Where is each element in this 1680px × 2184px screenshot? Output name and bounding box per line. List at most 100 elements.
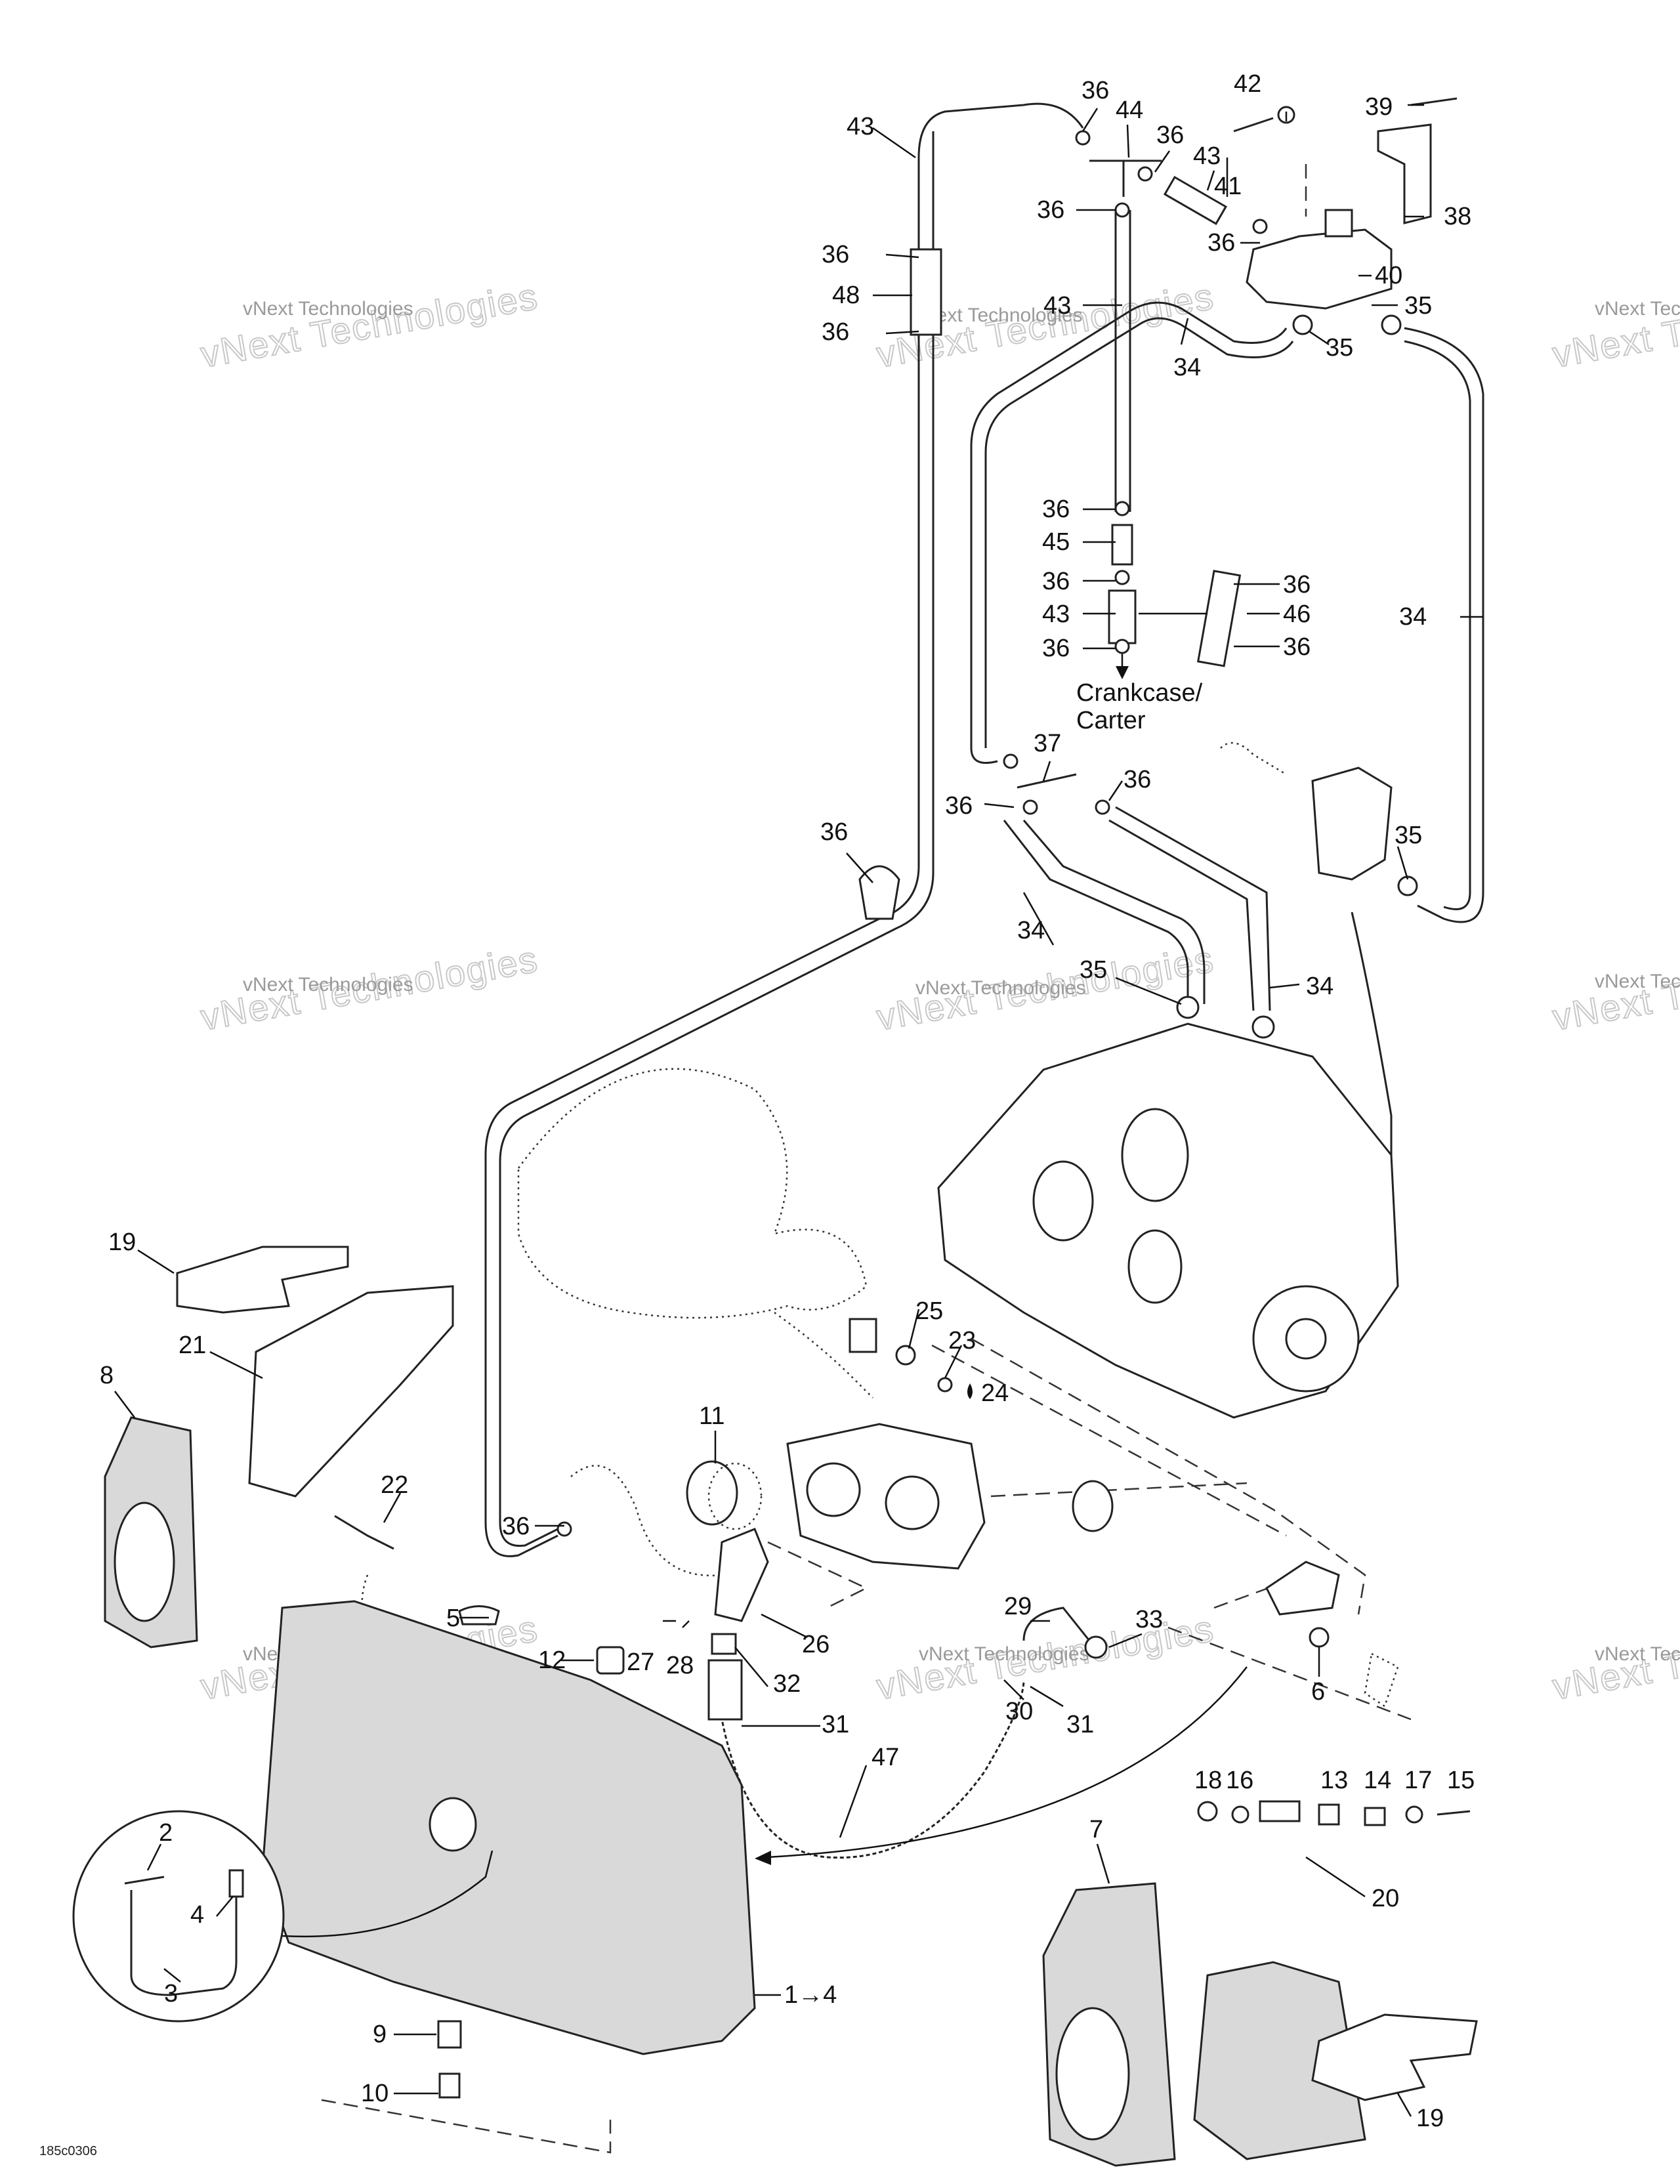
hose-34-lower-b-edge [1115, 806, 1271, 1011]
washer-25 [895, 1345, 916, 1366]
hose-29 [1022, 1606, 1091, 1641]
bushing-25 [849, 1318, 877, 1353]
hose-43-lower [1108, 589, 1137, 644]
callout-37: 37 [1034, 730, 1061, 757]
watermark-small: vNext Technologies [1595, 971, 1680, 992]
hose-34-lower-b [1108, 819, 1255, 1011]
bracket-hw [1259, 1800, 1301, 1822]
callout-33: 33 [1135, 1606, 1163, 1633]
callout-9: 9 [373, 2021, 387, 2048]
tee-fitting-44 [1089, 159, 1162, 197]
hose-43-center [1114, 210, 1131, 512]
hose-43-main [484, 102, 1084, 1557]
cover-21 [248, 1285, 454, 1498]
parts [72, 97, 1478, 2167]
callout-10: 10 [361, 2080, 388, 2107]
callout-23: 23 [948, 1327, 976, 1354]
callout-22: 22 [381, 1471, 408, 1499]
hose-34-left-edge [984, 317, 1294, 748]
callout-36: 36 [820, 818, 848, 846]
washer-17 [1405, 1805, 1423, 1824]
clamp-35-b [1381, 314, 1402, 335]
callout-19: 19 [108, 1228, 136, 1256]
callout-36: 36 [822, 241, 849, 268]
watermark-small: vNext Technologies [243, 298, 413, 320]
callout-16: 16 [1226, 1767, 1253, 1794]
drop-icon [967, 1383, 973, 1399]
dashed-align-d [767, 1541, 868, 1609]
grommet-13 [1318, 1803, 1340, 1826]
bolt-39 [1410, 97, 1458, 106]
callout-48: 48 [832, 282, 860, 309]
callout-14: 14 [1364, 1767, 1391, 1794]
detail-circle [72, 1810, 285, 2023]
hose-43-main-edge [499, 131, 934, 1547]
callout-40: 40 [1375, 262, 1402, 289]
hose-34-lower-a-edge [1022, 820, 1206, 1004]
callout-26: 26 [802, 1631, 830, 1658]
callout-36: 36 [822, 318, 849, 346]
callout-25: 25 [915, 1297, 943, 1325]
callout-19: 19 [1416, 2105, 1444, 2132]
plate-19-bottom [1311, 2013, 1478, 2101]
callout-2: 2 [159, 1819, 173, 1847]
jet-pump-outline [517, 1068, 868, 1319]
clamp-35-a [1292, 314, 1313, 335]
fitting-2 [124, 1876, 165, 1885]
callout-4: 4 [190, 1901, 204, 1929]
watermark-small: vNext Technologies [919, 1643, 1089, 1665]
callouts: 43 36 44 36 43 41 42 39 38 40 35 36 36 3… [39, 70, 1475, 2158]
callout-39: 39 [1365, 93, 1393, 121]
elbow-26 [714, 1528, 769, 1622]
callout-38: 38 [1444, 203, 1471, 230]
clamp-11 [686, 1460, 738, 1526]
hoses [484, 102, 1484, 1869]
plug-10 [438, 2072, 461, 2099]
callout-34: 34 [1173, 354, 1201, 381]
clip-22 [334, 1515, 394, 1550]
engine-carb-c [1127, 1229, 1183, 1304]
callout-7: 7 [1089, 1816, 1103, 1843]
solenoid-top [1324, 209, 1353, 238]
clamp-35-e [1251, 1015, 1275, 1039]
callout-41: 41 [1214, 173, 1242, 200]
callout-35: 35 [1080, 956, 1107, 984]
callout-17: 17 [1404, 1767, 1432, 1794]
callout-42: 42 [1234, 70, 1261, 98]
watermark-large: vNext Technologies [1549, 275, 1680, 375]
callout-28: 28 [666, 1652, 694, 1679]
callout-43: 43 [1042, 600, 1070, 628]
callout-20: 20 [1372, 1885, 1399, 1912]
callout-3: 3 [164, 1980, 178, 2007]
solenoid-valve-40 [1246, 228, 1393, 310]
solenoid-body [1311, 766, 1393, 881]
engine-carb-b [1032, 1160, 1094, 1242]
callout-21: 21 [178, 1332, 206, 1359]
watermark-small: vNext Technologies [243, 974, 413, 996]
callout-18: 18 [1194, 1767, 1222, 1794]
valve-45 [1111, 524, 1133, 566]
spacer-14 [1364, 1807, 1386, 1826]
nut-6 [1309, 1627, 1330, 1648]
callout-36: 36 [1042, 635, 1070, 662]
clamp-ring [1072, 1480, 1114, 1532]
watermark-large: vNext Technologies [198, 275, 541, 375]
detail-leader [282, 1850, 494, 1938]
callout-45: 45 [1042, 528, 1070, 556]
bracket-6 [1265, 1561, 1340, 1616]
callout-35: 35 [1326, 334, 1353, 362]
dashed-align-h [321, 2099, 612, 2154]
cap-5 [458, 1605, 500, 1626]
phantom-lines [321, 164, 1412, 2154]
nut-18 [1197, 1801, 1218, 1822]
crankcase-note-line1: Crankcase/ [1076, 679, 1203, 707]
hose-crankcase [1351, 912, 1393, 1208]
callout-11: 11 [699, 1402, 724, 1430]
callout-36: 36 [1124, 766, 1151, 793]
hose-34-lower-a [1003, 820, 1189, 1004]
grommet-12 [596, 1646, 625, 1675]
callout-15: 15 [1447, 1767, 1475, 1794]
callout-43: 43 [1043, 292, 1071, 320]
bracket-38 [1377, 123, 1432, 224]
callout-43: 43 [847, 113, 874, 140]
